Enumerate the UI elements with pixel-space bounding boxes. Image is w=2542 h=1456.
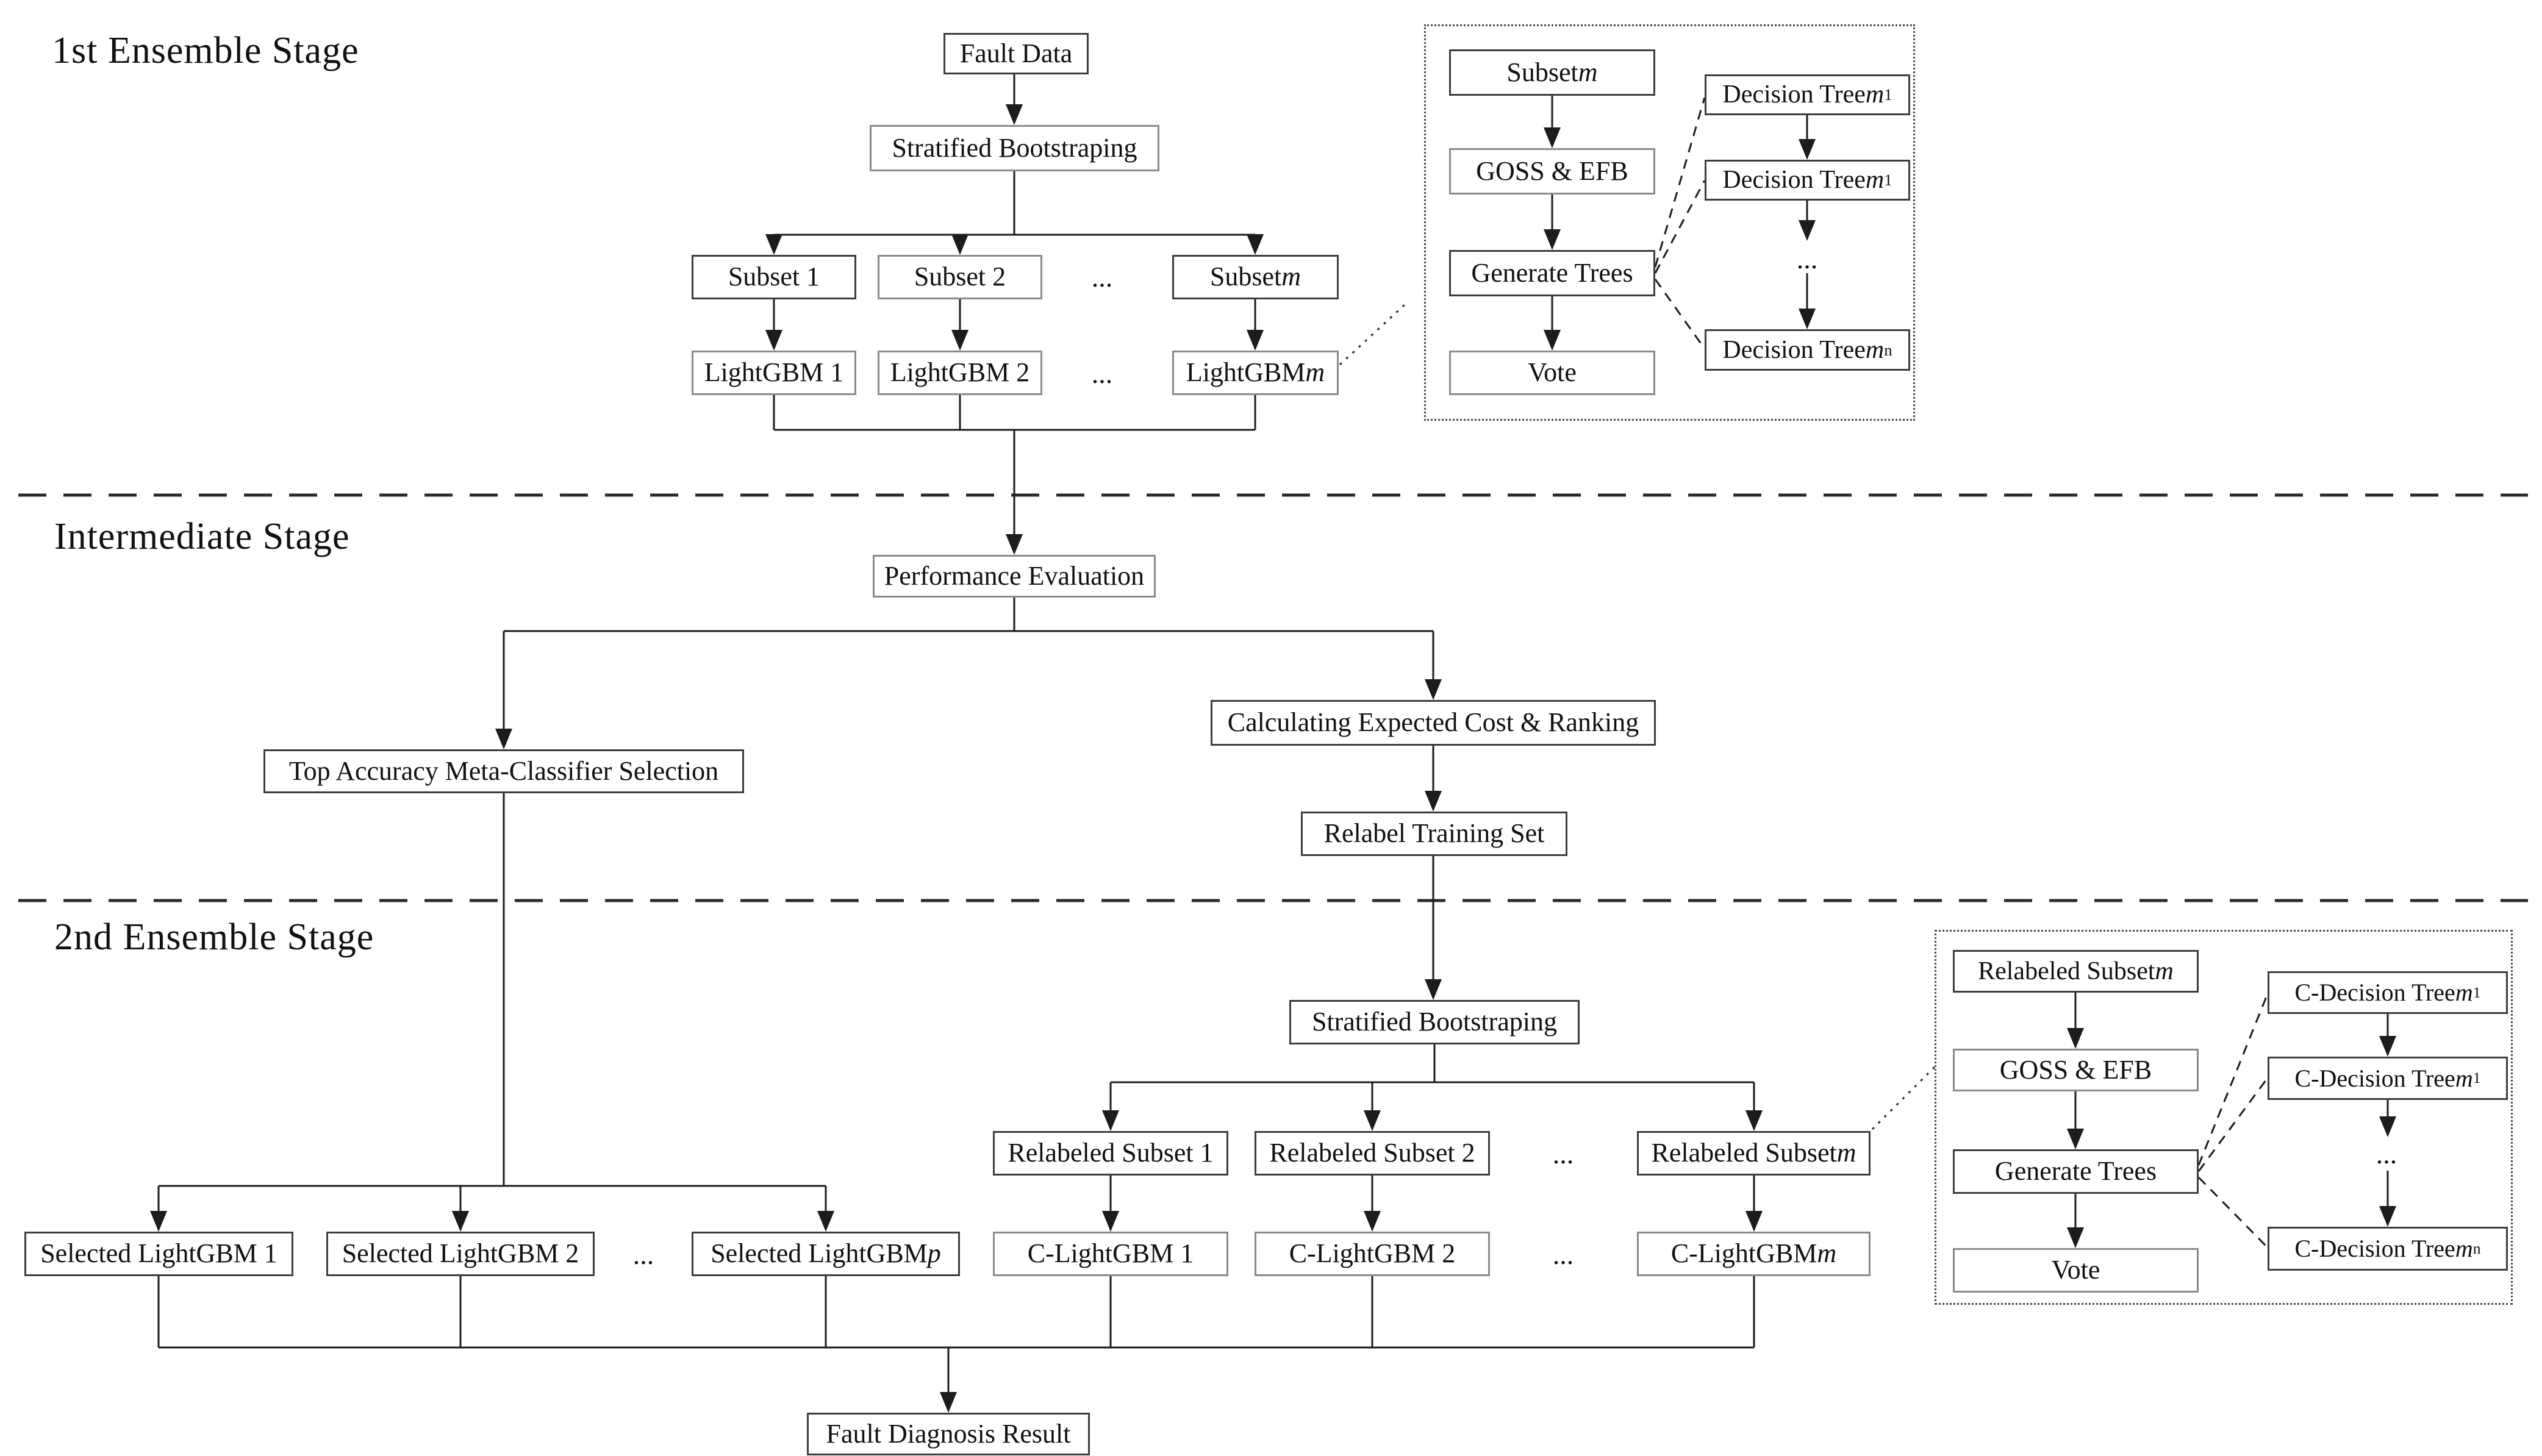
relabeled-subset-row-ellipsis: ... [1552,1138,1574,1169]
lightgbm-detail-panel [1424,24,1915,421]
intermediate-stage-label: Intermediate Stage [54,516,350,557]
performance-evaluation-box: Performance Evaluation [873,555,1156,598]
fault-data-box: Fault Data [943,33,1089,74]
stratified-bootstraping-box-1: Stratified Bootstraping [870,125,1159,171]
lightgbm-2-box: LightGBM 2 [878,351,1042,395]
subset-2-box: Subset 2 [878,255,1042,299]
selected-lightgbm-2-box: Selected LightGBM 2 [326,1232,595,1276]
panel1-generate-trees-box: Generate Trees [1449,250,1655,296]
fault-diagnosis-result-box: Fault Diagnosis Result [807,1413,1090,1455]
panel2-vote-box: Vote [1953,1248,2199,1293]
c-lightgbm-m-box: C-LightGBM m [1637,1232,1871,1276]
c-lightgbm-row-ellipsis: ... [1552,1239,1574,1270]
lightgbm-row-ellipsis: ... [1091,358,1113,389]
stage2-connectors [150,793,1763,1413]
intermediate-connectors [495,598,1442,1000]
relabeled-subset-2-box: Relabeled Subset 2 [1255,1131,1490,1176]
relabeled-subset-m-box: Relabeled Subset m [1637,1131,1871,1176]
panel1-trees-ellipsis: ... [1796,243,1818,274]
callout-link-relabeled-subset-m [1871,1066,1936,1130]
selected-lightgbm-1-box: Selected LightGBM 1 [24,1232,293,1276]
panel1-subset-m-box: Subset m [1449,49,1655,96]
selected-row-ellipsis: ... [632,1239,654,1270]
top-accuracy-selection-box: Top Accuracy Meta-Classifier Selection [263,749,744,793]
panel2-generate-trees-box: Generate Trees [1953,1149,2199,1194]
callout-link-lightgbm-m [1339,304,1406,366]
lightgbm-m-box: LightGBM m [1172,351,1339,395]
c-lightgbm-detail-panel [1935,930,2513,1305]
relabel-training-set-box: Relabel Training Set [1301,812,1567,856]
stage1-label: 1st Ensemble Stage [52,30,359,71]
stage-divider-lines [18,493,2528,902]
calculating-cost-ranking-box: Calculating Expected Cost & Ranking [1211,700,1656,746]
stratified-bootstraping-box-2: Stratified Bootstraping [1289,1000,1580,1044]
c-lightgbm-1-box: C-LightGBM 1 [993,1232,1228,1276]
panel1-connectors [1544,96,1816,351]
callout-dotted-links [1339,304,1936,1130]
stage1-connectors [765,74,1264,555]
panel1-fanout-dashed [1654,97,1706,349]
panel2-relabeled-subset-m-box: Relabeled Subset m [1953,950,2199,993]
panel1-vote-box: Vote [1449,351,1655,395]
panel1-goss-efb-box: GOSS & EFB [1449,148,1655,194]
lightgbm-1-box: LightGBM 1 [692,351,856,395]
panel2-trees-ellipsis: ... [2376,1138,2397,1169]
panel2-fanout-dashed [2197,993,2269,1249]
relabeled-subset-1-box: Relabeled Subset 1 [993,1131,1228,1176]
subset-m-box: Subset m [1172,255,1339,299]
panel2-connectors [2067,993,2396,1248]
panel2-goss-efb-box: GOSS & EFB [1953,1049,2199,1091]
selected-lightgbm-p-box: Selected LightGBM p [692,1232,960,1276]
subset-row-ellipsis: ... [1091,262,1113,293]
c-lightgbm-2-box: C-LightGBM 2 [1255,1232,1490,1276]
subset-1-box: Subset 1 [692,255,856,299]
stage2-label: 2nd Ensemble Stage [54,916,374,958]
